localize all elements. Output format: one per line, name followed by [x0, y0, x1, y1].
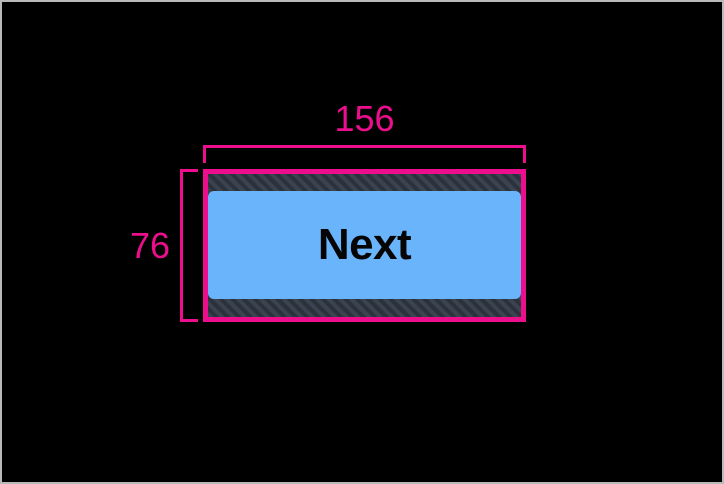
- width-dimension-bracket: [203, 145, 526, 163]
- height-dimension-value: 76: [129, 224, 170, 266]
- height-dimension: 76: [130, 169, 198, 322]
- next-button[interactable]: Next: [208, 191, 521, 299]
- width-dimension-value: 156: [334, 98, 395, 139]
- width-dimension: 156: [203, 99, 526, 163]
- selection-outline[interactable]: Next: [203, 169, 526, 322]
- height-dimension-bracket: [180, 169, 198, 322]
- next-button-label: Next: [317, 220, 412, 269]
